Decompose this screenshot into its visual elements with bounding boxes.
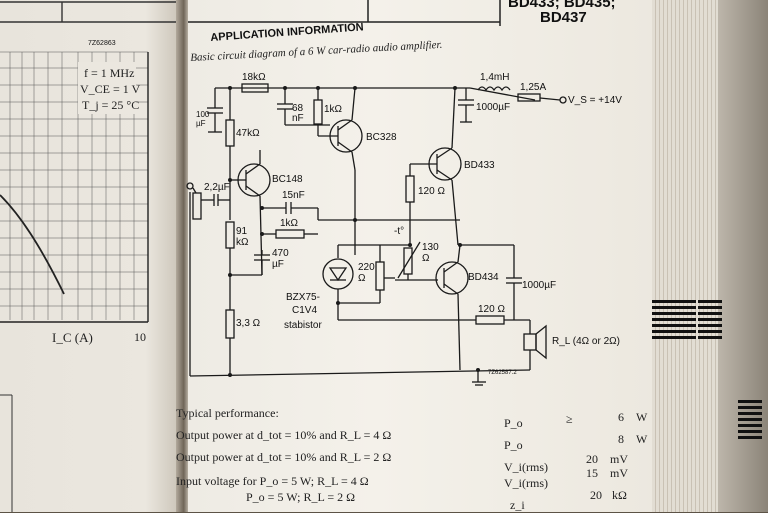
perf-row-5-symbol: z_i — [510, 498, 525, 512]
graph-xlabel: I_C (A) — [52, 330, 93, 345]
perf-row-4-value: 15 — [586, 466, 598, 480]
perf-row-4-label: P_o = 5 W; R_L = 2 Ω — [246, 490, 356, 504]
label-bc328: BC328 — [366, 132, 397, 143]
graph-curve — [0, 194, 65, 295]
header-part-numbers: BD433; BD435; — [508, 0, 616, 11]
left-graph — [0, 1, 176, 323]
label-ntc: -t° — [394, 226, 405, 237]
label-c-1000-top: 1000µF — [476, 102, 511, 113]
label-r-220: 220 Ω — [358, 262, 375, 284]
perf-row-1-unit: W — [636, 410, 648, 424]
label-r-91k: 91 kΩ — [236, 226, 249, 248]
perf-row-3-value: 20 — [586, 452, 598, 466]
header-boxes — [188, 0, 501, 26]
label-bd433: BD433 — [464, 160, 495, 171]
label-r-18k: 18kΩ — [242, 72, 266, 83]
perf-row-5-value: 20 — [590, 488, 602, 502]
index-tab-marks — [652, 300, 696, 342]
perf-row-1-label: Output power at d_tot = 10% and R_L = 4 … — [176, 428, 392, 442]
label-r-120-out: 120 Ω — [478, 304, 505, 315]
book-gutter — [176, 0, 190, 512]
label-bc148: BC148 — [272, 174, 303, 185]
label-c-470: 470 µF — [272, 248, 289, 270]
label-c-2-2u: 2,2µF — [204, 182, 230, 193]
graph-cond-1: f = 1 MHz — [84, 66, 135, 80]
graph-cond-2: V_CE = 1 V — [80, 82, 141, 96]
label-r-130: 130 Ω — [422, 242, 439, 264]
performance-heading: Typical performance: — [176, 406, 279, 420]
label-zener-2: C1V4 — [292, 305, 318, 316]
graph-xtick: 10 — [134, 330, 146, 344]
perf-row-3-symbol: V_i(rms) — [504, 460, 548, 474]
right-page — [188, 0, 658, 512]
label-l-1-4mh: 1,4mH — [480, 72, 510, 83]
label-speaker: R_L (4Ω or 2Ω) — [552, 336, 620, 347]
header-part-number-2: BD437 — [540, 9, 587, 26]
label-r-47k: 47kΩ — [236, 128, 260, 139]
page-edges — [652, 0, 722, 512]
index-tab-marks-3 — [738, 400, 762, 442]
perf-row-2-label: Output power at d_tot = 10% and R_L = 2 … — [176, 450, 392, 464]
label-zener: BZX75- — [286, 292, 320, 303]
perf-row-1-relation: ≥ — [566, 412, 573, 426]
label-c-1000-out: 1000µF — [522, 280, 557, 291]
label-stabistor: stabistor — [284, 320, 322, 331]
label-fuse: 1,25A — [520, 82, 547, 93]
perf-row-2-value: 8 — [618, 432, 624, 446]
perf-row-2-symbol: P_o — [504, 438, 523, 452]
perf-row-3-label: Input voltage for P_o = 5 W; R_L = 4 Ω — [176, 474, 369, 488]
perf-row-1-value: 6 — [618, 410, 624, 424]
index-tab-marks-2 — [698, 300, 722, 342]
perf-row-2-unit: W — [636, 432, 648, 446]
perf-row-5-unit: kΩ — [612, 488, 627, 502]
label-bd434: BD434 — [468, 272, 499, 283]
perf-row-4-symbol: V_i(rms) — [504, 476, 548, 490]
perf-row-4-unit: mV — [610, 466, 628, 480]
perf-row-3-unit: mV — [610, 452, 628, 466]
label-r-1k-top: 1kΩ — [324, 104, 343, 115]
label-r-3-3: 3,3 Ω — [236, 318, 261, 329]
label-vs: V_S = +14V — [568, 95, 622, 106]
label-r-120-mid: 120 Ω — [418, 186, 445, 197]
graph-fig-id: 7Z62863 — [88, 40, 116, 47]
label-c-100u: 100 µF — [196, 110, 210, 128]
label-r-1k-fb: 1kΩ — [280, 218, 299, 229]
label-c-15n: 15nF — [282, 190, 305, 201]
perf-row-1-symbol: P_o — [504, 416, 523, 430]
graph-cond-3: T_j = 25 °C — [82, 98, 140, 112]
left-table-remnant — [0, 394, 13, 512]
label-c-68n: 68 nF — [292, 103, 304, 124]
circuit-fig-id: 7Z62587.2 — [488, 370, 517, 376]
